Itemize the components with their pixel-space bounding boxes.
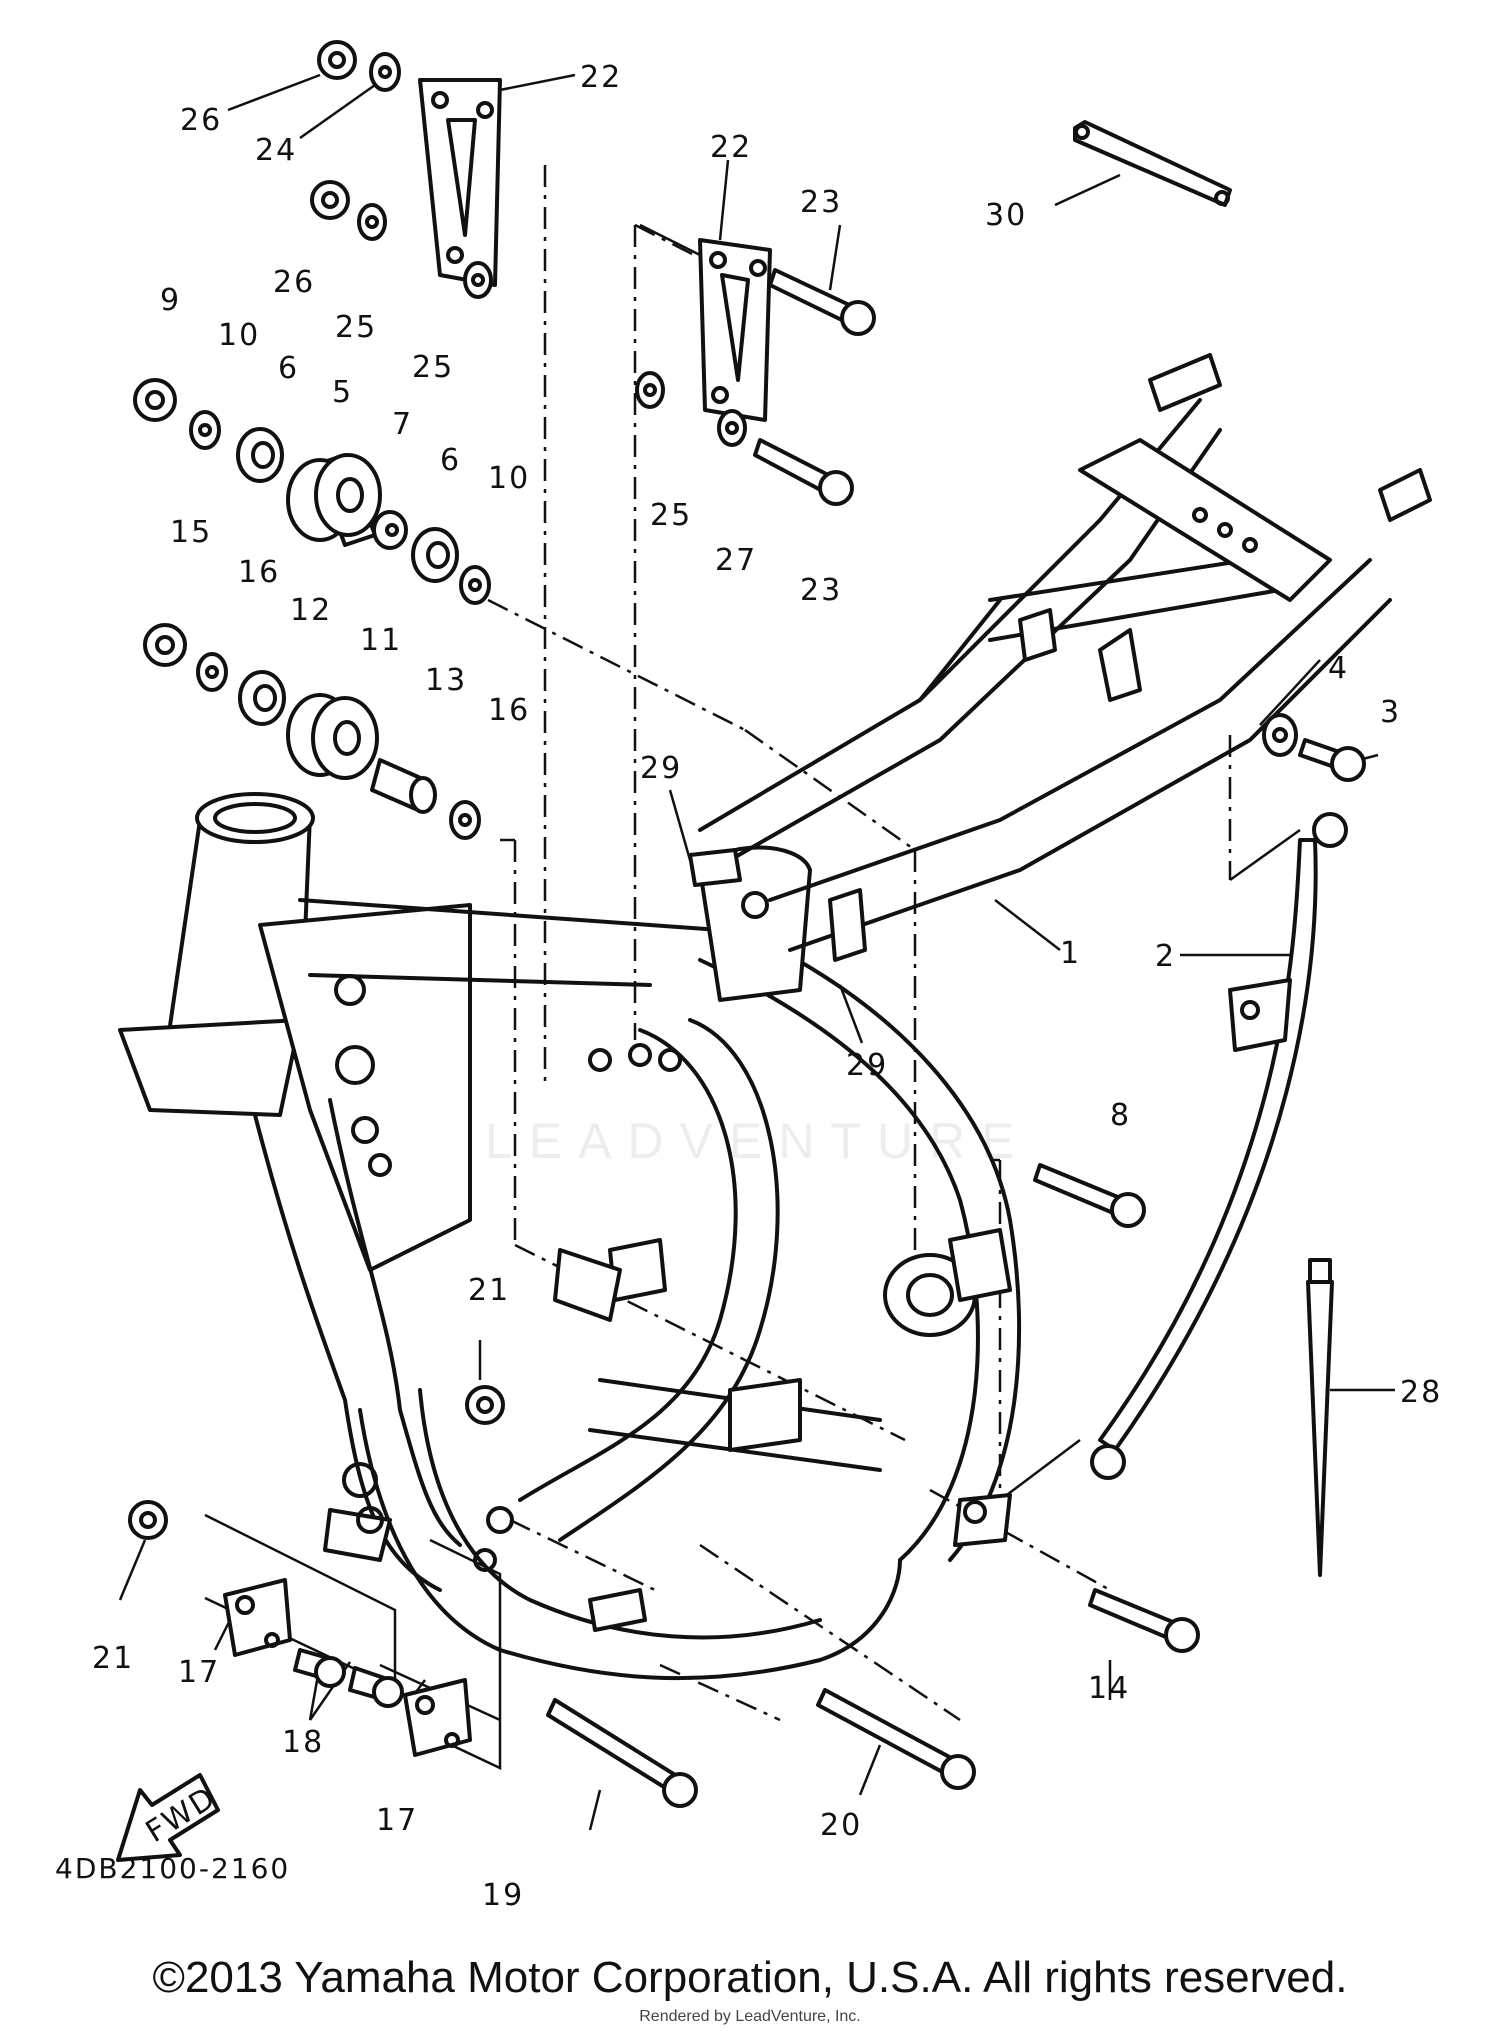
- callout-label: 3: [1380, 695, 1401, 730]
- callout-label: 10: [488, 461, 530, 496]
- callout-label: 4: [1328, 651, 1349, 686]
- part-30-bracket: [1073, 120, 1232, 207]
- rendered-by-credit: Rendered by LeadVenture, Inc.: [639, 2008, 861, 2025]
- callout-label: 29: [846, 1048, 888, 1083]
- callout-label: 2: [1155, 939, 1176, 974]
- callout-label: 7: [392, 407, 413, 442]
- callout-label: 15: [170, 515, 212, 550]
- callout-label: 25: [335, 310, 377, 345]
- callout-label: 28: [1400, 1375, 1442, 1410]
- fwd-arrow: FWD: [116, 1773, 223, 1862]
- callout-label: 10: [218, 318, 260, 353]
- callout-label: 29: [640, 751, 682, 786]
- leader-lines: [118, 73, 1395, 1831]
- callout-label: 17: [178, 1655, 220, 1690]
- callout-label: 22: [580, 60, 622, 95]
- callout-label: 1: [1060, 936, 1081, 971]
- callout-label: 16: [488, 693, 530, 728]
- engine-mount-plate-upper: [418, 78, 502, 287]
- callout-label: 16: [238, 555, 280, 590]
- callout-label: 23: [800, 573, 842, 608]
- callout-label: 5: [332, 375, 353, 410]
- callout-label: 19: [482, 1878, 524, 1913]
- callout-label: 8: [1110, 1098, 1131, 1133]
- callout-label: 25: [650, 498, 692, 533]
- hardware: [128, 40, 1366, 1808]
- callout-label: 18: [282, 1725, 324, 1760]
- callout-label: 21: [92, 1641, 134, 1676]
- main-frame: [118, 353, 1432, 1681]
- engine-mount-plate-lower: [698, 238, 772, 422]
- callout-label: 21: [468, 1273, 510, 1308]
- diagram-part-code: 4DB2100-2160: [55, 1852, 291, 1885]
- part-2-subframe-strut: [1090, 812, 1348, 1480]
- callout-label: 11: [360, 623, 402, 658]
- callout-label: 12: [290, 593, 332, 628]
- part-28-cable-tie: [1306, 1258, 1334, 1577]
- callout-label: 13: [425, 663, 467, 698]
- callout-labels: 1 2 3 4 5 6 6 7 8 9 10 10 11 12 13 14 15…: [92, 60, 1442, 1913]
- watermark: LEADVENTURE: [485, 1113, 1031, 1169]
- callout-label: 23: [800, 185, 842, 220]
- callout-label: 14: [1088, 1671, 1130, 1706]
- callout-label: 26: [180, 103, 222, 138]
- callout-label: 22: [710, 130, 752, 165]
- callout-label: 17: [376, 1803, 418, 1838]
- callout-label: 30: [985, 198, 1027, 233]
- callout-label: 27: [715, 543, 757, 578]
- callout-label: 24: [255, 133, 297, 168]
- callout-label: 26: [273, 265, 315, 300]
- callout-label: 6: [440, 443, 461, 478]
- callout-label: 9: [160, 283, 181, 318]
- callout-label: 20: [820, 1808, 862, 1843]
- copyright-notice: ©2013 Yamaha Motor Corporation, U.S.A. A…: [152, 1953, 1348, 2002]
- callout-label: 6: [278, 351, 299, 386]
- callout-label: 25: [412, 350, 454, 385]
